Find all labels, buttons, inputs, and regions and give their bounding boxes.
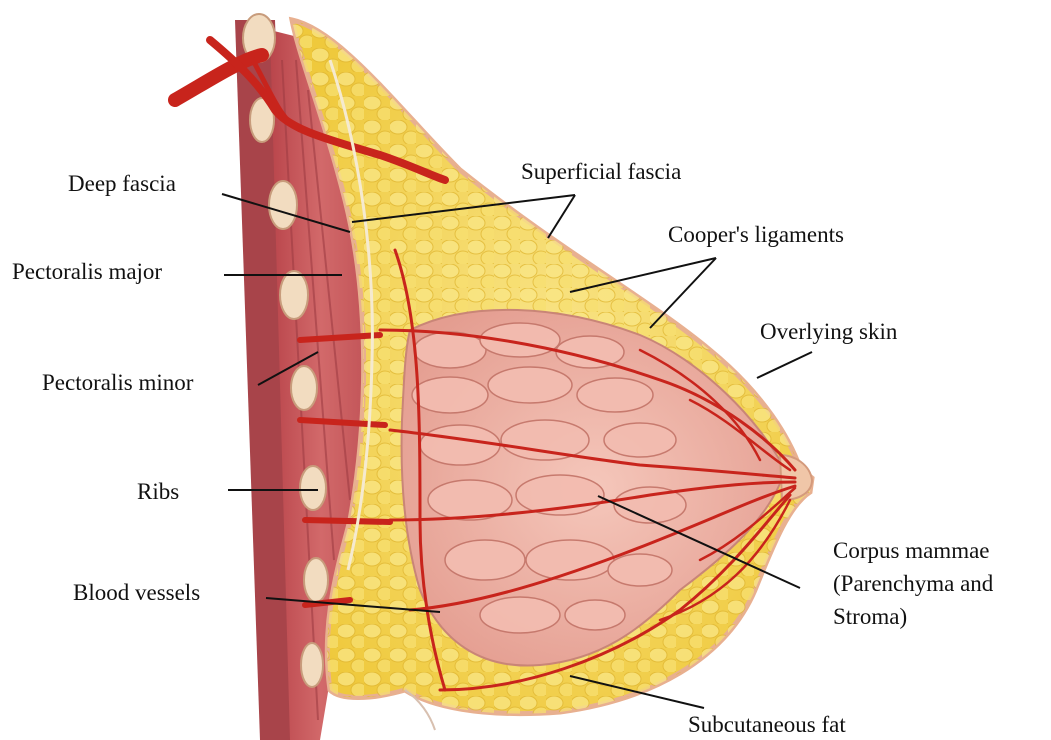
label-pectoralis-minor: Pectoralis minor	[42, 369, 193, 396]
label-deep-fascia: Deep fascia	[68, 170, 176, 197]
label-ribs: Ribs	[137, 478, 179, 505]
label-superficial-fascia: Superficial fascia	[521, 158, 681, 185]
label-corpus-mammae-line3: Stroma)	[833, 600, 1051, 633]
label-corpus-mammae-line2: (Parenchyma and	[833, 567, 1051, 600]
label-pectoralis-major: Pectoralis major	[12, 258, 162, 285]
label-coopers-ligaments: Cooper's ligaments	[668, 221, 844, 248]
label-corpus-mammae: Corpus mammae (Parenchyma and Stroma)	[833, 534, 1051, 633]
label-subcutaneous-fat: Subcutaneous fat	[688, 711, 846, 738]
label-overlying-skin: Overlying skin	[760, 318, 897, 345]
label-blood-vessels: Blood vessels	[73, 579, 200, 606]
label-corpus-mammae-line1: Corpus mammae	[833, 534, 1051, 567]
